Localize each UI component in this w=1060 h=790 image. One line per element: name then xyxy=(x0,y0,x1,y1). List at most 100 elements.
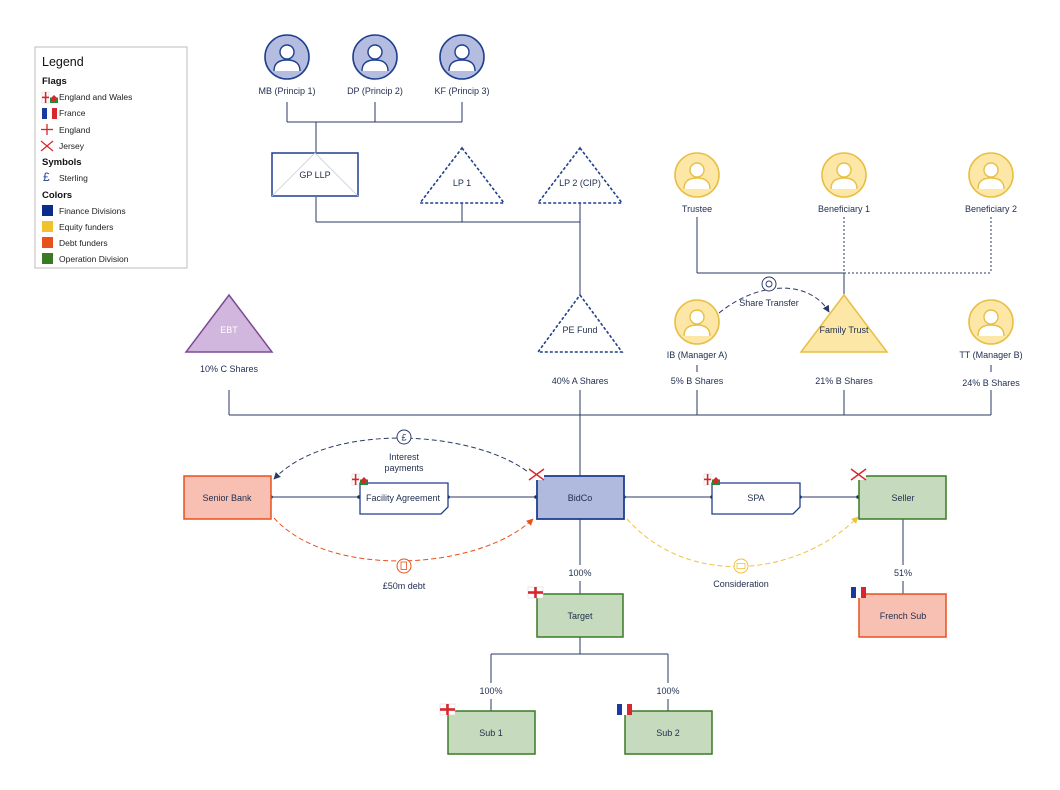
french-sub-pct-label: 51% xyxy=(894,568,912,578)
legend-flag-label: France xyxy=(59,108,86,118)
ebt-node[interactable]: EBT xyxy=(184,293,274,353)
england-flag-icon xyxy=(527,586,544,599)
legend-color-label: Finance Divisions xyxy=(59,206,126,216)
england-wales-flag-icon xyxy=(41,91,59,104)
person-icon xyxy=(968,299,1014,345)
sub2-pct-label: 100% xyxy=(656,686,679,696)
person-icon xyxy=(674,299,720,345)
pe-fund-label: PE Fund xyxy=(562,325,597,335)
cash-icon xyxy=(733,558,749,574)
sterling-icon: £ xyxy=(396,429,412,445)
family-trust-label: Family Trust xyxy=(819,325,869,335)
person-label-ib: IB (Manager A) xyxy=(667,350,728,360)
seller-label: Seller xyxy=(891,493,914,503)
france-flag-icon xyxy=(42,108,57,119)
england-flag-icon xyxy=(439,703,456,716)
bidco-node[interactable]: BidCo xyxy=(536,475,625,520)
sub2-node[interactable]: Sub 2 xyxy=(624,710,713,755)
legend-colors-heading: Colors xyxy=(42,190,72,201)
england-wales-flag-icon xyxy=(351,473,369,486)
debt-label: £50m debt xyxy=(383,581,426,591)
beneficiary-dotted-lines xyxy=(843,217,992,295)
target-label: Target xyxy=(567,611,593,621)
person-label-kf: KF (Princip 3) xyxy=(434,86,489,96)
facility-agreement-label: Facility Agreement xyxy=(366,493,441,503)
sub2-label: Sub 2 xyxy=(656,728,680,738)
person-label-trustee: Trustee xyxy=(682,204,712,214)
equity-funders-swatch xyxy=(42,221,53,232)
jersey-flag-icon xyxy=(40,140,54,152)
interest-label-line2: payments xyxy=(384,463,424,473)
ib-shares-label: 5% B Shares xyxy=(671,376,724,386)
legend-flag-label: England and Wales xyxy=(59,92,132,102)
england-wales-flag-icon xyxy=(703,473,721,486)
england-flag-icon xyxy=(41,124,53,135)
ebt-label: EBT xyxy=(220,325,238,335)
share-transfer-arrow xyxy=(718,287,830,314)
target-pct-label: 100% xyxy=(568,568,591,578)
interest-label-line1: Interest xyxy=(389,452,420,462)
legend-flag-label: Jersey xyxy=(59,141,85,151)
legend: Legend Flags England and Wales France En… xyxy=(34,46,188,269)
senior-bank-label: Senior Bank xyxy=(202,493,252,503)
legend-symbol-label: Sterling xyxy=(59,173,88,183)
person-icon xyxy=(439,34,485,80)
sub1-pct-label: 100% xyxy=(479,686,502,696)
person-label-tt: TT (Manager B) xyxy=(959,350,1022,360)
person-icon xyxy=(352,34,398,80)
legend-flag-label: England xyxy=(59,125,90,135)
legend-symbols-heading: Symbols xyxy=(42,157,82,168)
person-label-dp: DP (Princip 2) xyxy=(347,86,403,96)
sub1-node[interactable]: Sub 1 xyxy=(447,710,536,755)
debt-arrow xyxy=(273,517,534,562)
family-trust-node[interactable]: Family Trust xyxy=(799,293,889,353)
person-icon xyxy=(821,152,867,198)
gp-llp-label: GP LLP xyxy=(299,170,330,180)
lp1-node[interactable]: LP 1 xyxy=(418,146,506,204)
person-label-beneficiary-1: Beneficiary 1 xyxy=(818,204,870,214)
lp1-label: LP 1 xyxy=(453,178,471,188)
ft-shares-label: 21% B Shares xyxy=(815,376,873,386)
sub1-label: Sub 1 xyxy=(479,728,503,738)
seller-node[interactable]: Seller xyxy=(858,475,947,520)
connector-lines xyxy=(228,102,992,711)
person-label-mb: MB (Princip 1) xyxy=(258,86,315,96)
lp2-label: LP 2 (CIP) xyxy=(559,178,601,188)
french-sub-label: French Sub xyxy=(880,611,927,621)
lp2-node[interactable]: LP 2 (CIP) xyxy=(536,146,624,204)
share-certificate-icon xyxy=(761,276,777,292)
pe-fund-node[interactable]: PE Fund xyxy=(536,293,624,353)
share-transfer-label: Share Transfer xyxy=(739,298,799,308)
operation-division-swatch xyxy=(42,253,53,264)
tt-shares-label: 24% B Shares xyxy=(962,378,1020,388)
spa-label: SPA xyxy=(747,493,764,503)
jersey-flag-icon xyxy=(850,468,867,481)
ebt-shares-label: 10% C Shares xyxy=(200,364,259,374)
french-sub-node[interactable]: French Sub xyxy=(858,593,947,638)
legend-flags-heading: Flags xyxy=(42,76,67,87)
legend-title: Legend xyxy=(42,55,84,69)
person-icon xyxy=(264,34,310,80)
debt-funders-swatch xyxy=(42,237,53,248)
svg-text:£: £ xyxy=(401,433,406,443)
finance-divisions-swatch xyxy=(42,205,53,216)
france-flag-icon xyxy=(617,704,632,715)
bidco-label: BidCo xyxy=(568,493,593,503)
jersey-flag-icon xyxy=(528,468,545,481)
spa-node[interactable]: SPA xyxy=(711,482,801,515)
gp-llp-node[interactable]: GP LLP xyxy=(271,152,359,197)
pe-shares-label: 40% A Shares xyxy=(552,376,609,386)
consideration-label: Consideration xyxy=(713,579,769,589)
document-icon xyxy=(396,558,412,574)
person-label-beneficiary-2: Beneficiary 2 xyxy=(965,204,1017,214)
france-flag-icon xyxy=(851,587,866,598)
legend-color-label: Debt funders xyxy=(59,238,108,248)
target-node[interactable]: Target xyxy=(536,593,624,638)
legend-color-label: Equity funders xyxy=(59,222,113,232)
sterling-icon: £ xyxy=(43,170,50,184)
legend-color-label: Operation Division xyxy=(59,254,129,264)
person-icon xyxy=(674,152,720,198)
facility-agreement-node[interactable]: Facility Agreement xyxy=(359,482,449,515)
senior-bank-node[interactable]: Senior Bank xyxy=(183,475,272,520)
